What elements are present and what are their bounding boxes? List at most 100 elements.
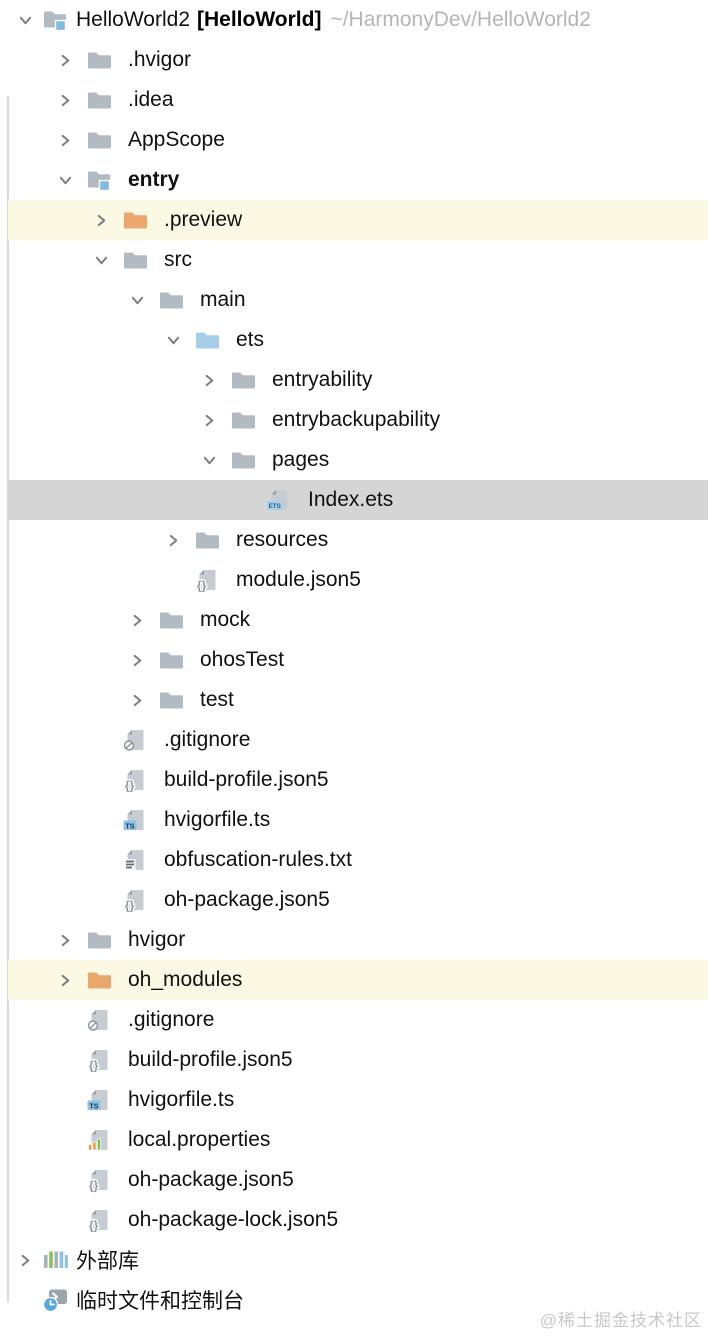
file-json5-icon: [86, 1208, 112, 1232]
folder-orange-icon: [122, 208, 148, 232]
row-label: AppScope: [128, 128, 225, 151]
row-label: build-profile.json5: [164, 768, 329, 791]
tree-row-appscope-folder[interactable]: AppScope: [0, 120, 708, 160]
chevron-right-icon[interactable]: [200, 371, 218, 389]
row-label: entrybackupability: [272, 408, 441, 431]
row-label: .gitignore: [164, 728, 251, 751]
chevron-right-icon[interactable]: [56, 91, 74, 109]
chevron-right-icon[interactable]: [164, 531, 182, 549]
tree-row-idea-folder[interactable]: .idea: [0, 80, 708, 120]
tree-row-ets-folder[interactable]: ets: [0, 320, 708, 360]
tree-row-entryability-folder[interactable]: entryability: [0, 360, 708, 400]
tree-row-entry-gitignore-file[interactable]: .gitignore: [0, 720, 708, 760]
watermark: @稀土掘金技术社区: [539, 1311, 702, 1330]
file-ets-icon: [266, 488, 292, 512]
row-label: 外部库: [76, 1250, 139, 1273]
tree-row-entrybackupability-folder[interactable]: entrybackupability: [0, 400, 708, 440]
chevron-down-icon[interactable]: [200, 451, 218, 469]
row-label: Index.ets: [308, 488, 394, 511]
chevron-down-icon[interactable]: [16, 11, 34, 29]
tree-row-src-folder[interactable]: src: [0, 240, 708, 280]
tree-row-hvigor-folder[interactable]: hvigor: [0, 920, 708, 960]
chevron-right-icon[interactable]: [92, 211, 110, 229]
row-label: entryability: [272, 368, 373, 391]
row-label: obfuscation-rules.txt: [164, 848, 352, 871]
row-label: module.json5: [236, 568, 361, 591]
file-json5-icon: [86, 1168, 112, 1192]
tree-row-oh-package-lock-file[interactable]: oh-package-lock.json5: [0, 1200, 708, 1240]
module-icon: [86, 168, 112, 192]
tree-row-root-hvigorfile-file[interactable]: hvigorfile.ts: [0, 1080, 708, 1120]
tree-row-obfuscation-rules-file[interactable]: obfuscation-rules.txt: [0, 840, 708, 880]
folder-icon: [230, 448, 256, 472]
project-path: ~/HarmonyDev/HelloWorld2: [330, 8, 591, 31]
tree-row-hvigor-hidden-folder[interactable]: .hvigor: [0, 40, 708, 80]
chevron-right-icon[interactable]: [16, 1251, 34, 1269]
folder-icon: [158, 648, 184, 672]
row-label: oh-package.json5: [164, 888, 330, 911]
tree-row-local-properties-file[interactable]: local.properties: [0, 1120, 708, 1160]
tree-row-resources-folder[interactable]: resources: [0, 520, 708, 560]
tree-row-entry-oh-package-file[interactable]: oh-package.json5: [0, 880, 708, 920]
chevron-down-icon[interactable]: [164, 331, 182, 349]
file-json5-icon: [122, 888, 148, 912]
tree-row-module-json5-file[interactable]: module.json5: [0, 560, 708, 600]
file-txt-icon: [122, 848, 148, 872]
folder-icon: [86, 928, 112, 952]
file-json5-icon: [86, 1048, 112, 1072]
file-json5-icon: [194, 568, 220, 592]
tree-row-oh-modules-folder[interactable]: oh_modules: [0, 960, 708, 1000]
row-label: pages: [272, 448, 330, 471]
row-label: mock: [200, 608, 251, 631]
chevron-right-icon[interactable]: [56, 51, 74, 69]
row-label: .preview: [164, 208, 243, 231]
chevron-right-icon[interactable]: [56, 971, 74, 989]
row-label: .gitignore: [128, 1008, 215, 1031]
file-ts-icon: [86, 1088, 112, 1112]
tree-row-entry-hvigorfile-file[interactable]: hvigorfile.ts: [0, 800, 708, 840]
tree-row-root-gitignore-file[interactable]: .gitignore: [0, 1000, 708, 1040]
folder-icon: [194, 528, 220, 552]
chevron-right-icon[interactable]: [128, 611, 146, 629]
tree-row-preview-folder[interactable]: .preview: [0, 200, 708, 240]
panel-left-border: [7, 96, 9, 1302]
folder-orange-icon: [86, 968, 112, 992]
chevron-right-icon[interactable]: [128, 691, 146, 709]
tree-row-entry-build-profile-file[interactable]: build-profile.json5: [0, 760, 708, 800]
tree-row-project-root[interactable]: HelloWorld2[HelloWorld]~/HarmonyDev/Hell…: [0, 0, 708, 40]
row-label: src: [164, 248, 192, 271]
tree-row-test-folder[interactable]: test: [0, 680, 708, 720]
tree-row-entry-module[interactable]: entry: [0, 160, 708, 200]
folder-icon: [158, 608, 184, 632]
tree-row-external-libraries[interactable]: 外部库: [0, 1240, 708, 1280]
folder-icon: [86, 48, 112, 72]
row-label: test: [200, 688, 234, 711]
row-label: .hvigor: [128, 48, 192, 71]
row-label: .idea: [128, 88, 174, 111]
tree-row-ohostest-folder[interactable]: ohosTest: [0, 640, 708, 680]
project-alias: [HelloWorld]: [197, 8, 322, 31]
row-label: entry: [128, 168, 180, 191]
chevron-right-icon[interactable]: [56, 131, 74, 149]
tree-row-scratches-and-consoles[interactable]: 临时文件和控制台: [0, 1280, 708, 1320]
tree-row-main-folder[interactable]: main: [0, 280, 708, 320]
chevron-right-icon[interactable]: [200, 411, 218, 429]
tree-row-index-ets-file[interactable]: Index.ets: [0, 480, 708, 520]
tree-row-root-build-profile-file[interactable]: build-profile.json5: [0, 1040, 708, 1080]
folder-icon: [230, 408, 256, 432]
row-label: main: [200, 288, 246, 311]
chevron-down-icon[interactable]: [56, 171, 74, 189]
folder-icon: [158, 288, 184, 312]
row-label: oh-package-lock.json5: [128, 1208, 339, 1231]
row-label: local.properties: [128, 1128, 271, 1151]
tree-row-mock-folder[interactable]: mock: [0, 600, 708, 640]
chevron-right-icon[interactable]: [128, 651, 146, 669]
chevron-down-icon[interactable]: [128, 291, 146, 309]
tree-row-pages-folder[interactable]: pages: [0, 440, 708, 480]
chevron-right-icon[interactable]: [56, 931, 74, 949]
file-ignore-icon: [86, 1008, 112, 1032]
chevron-down-icon[interactable]: [92, 251, 110, 269]
tree-row-root-oh-package-file[interactable]: oh-package.json5: [0, 1160, 708, 1200]
row-label: 临时文件和控制台: [76, 1290, 244, 1313]
